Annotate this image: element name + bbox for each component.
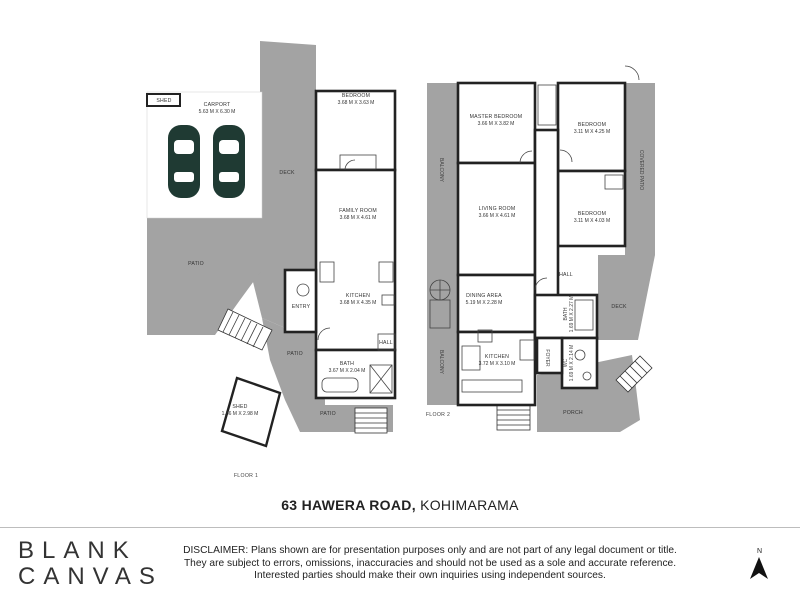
dims-dining-area: 5.19 M X 2.28 M bbox=[466, 300, 503, 306]
north-arrow-icon: N bbox=[750, 548, 768, 579]
balcony-upper-area bbox=[427, 83, 458, 330]
dims-living-room: 3.66 M X 4.61 M bbox=[479, 213, 516, 219]
deck-left-area bbox=[250, 41, 316, 330]
label-floor1: FLOOR 1 bbox=[234, 473, 258, 479]
label-foyer: FOYER bbox=[544, 349, 550, 367]
north-label: N bbox=[757, 548, 762, 555]
address-suburb: KOHIMARAMA bbox=[420, 497, 519, 513]
stairs-floor2 bbox=[496, 355, 653, 431]
label-patio-left: PATIO bbox=[188, 261, 204, 267]
logo-line1: BLANK bbox=[18, 537, 137, 564]
label-bath-f2: BATH bbox=[563, 307, 569, 320]
dims-shed-large: 1.86 M X 2.98 M bbox=[222, 411, 259, 417]
label-entry: ENTRY bbox=[292, 304, 311, 310]
label-balcony-lower: BALCONY bbox=[438, 350, 444, 375]
shed-large bbox=[220, 376, 282, 448]
footer-divider bbox=[0, 527, 800, 528]
disclaimer-line1: DISCLAIMER: Plans shown are for presenta… bbox=[183, 545, 677, 556]
balcony-lower-area bbox=[427, 330, 458, 405]
dims-kitchen-f1: 3.68 M X 4.35 M bbox=[340, 300, 377, 306]
patio-left-area bbox=[147, 218, 262, 335]
label-porch: PORCH bbox=[563, 410, 583, 416]
dims-kitchen-f2: 3.72 M X 3.10 M bbox=[479, 361, 516, 367]
address-street: 63 HAWERA ROAD, bbox=[281, 497, 416, 513]
disclaimer-line2: They are subject to errors, omissions, i… bbox=[183, 557, 677, 569]
floor2-details bbox=[429, 65, 640, 393]
floor2-building bbox=[456, 81, 627, 407]
dims-bedroom-f2a: 3.11 M X 4.25 M bbox=[574, 129, 610, 135]
dims-wc: 1.69 M X 2.14 M bbox=[569, 345, 575, 382]
label-kitchen-f2: KITCHEN bbox=[485, 354, 509, 360]
label-wc: WC bbox=[563, 358, 569, 367]
deck-right-area bbox=[598, 255, 655, 340]
label-floor2: FLOOR 2 bbox=[426, 412, 450, 418]
label-bedroom-f2a: BEDROOM bbox=[578, 122, 606, 128]
floor1-building bbox=[283, 89, 397, 400]
label-covered-patio: COVERED PATIO bbox=[638, 150, 644, 190]
dims-bedroom-f1: 3.68 M X 3.63 M bbox=[338, 100, 375, 106]
covered-patio-area bbox=[625, 83, 655, 255]
label-deck-left: DECK bbox=[279, 170, 295, 176]
label-carport: CARPORT bbox=[204, 102, 231, 108]
stairs-floor1 bbox=[217, 308, 273, 351]
dims-carport: 5.63 M X 6.30 M bbox=[199, 109, 236, 115]
floor1-details bbox=[296, 154, 396, 394]
patio-mid-area bbox=[262, 318, 325, 432]
label-patio-bottom: PATIO bbox=[320, 411, 336, 417]
disclaimer: DISCLAIMER: Plans shown are for presenta… bbox=[180, 545, 680, 583]
floor-plan: SHED CARPORT 5.63 M X 6.30 M DECK PATIO … bbox=[146, 41, 655, 479]
dims-bedroom-f2b: 3.11 M X 4.03 M bbox=[574, 218, 610, 224]
shed-small bbox=[146, 93, 181, 107]
dims-master-bedroom: 3.66 M X 3.82 M bbox=[478, 121, 515, 127]
label-shed-small: SHED bbox=[156, 98, 171, 104]
dims-family-room: 3.68 M X 4.61 M bbox=[340, 215, 377, 221]
label-shed-large: SHED bbox=[232, 404, 247, 410]
label-deck-right: DECK bbox=[611, 304, 627, 310]
label-hall-f1: HALL bbox=[379, 340, 393, 346]
label-balcony-upper: BALCONY bbox=[438, 158, 444, 183]
label-master-bedroom: MASTER BEDROOM bbox=[470, 114, 523, 120]
label-dining-area: DINING AREA bbox=[466, 293, 502, 299]
label-living-room: LIVING ROOM bbox=[479, 206, 516, 212]
label-hall-f2: HALL bbox=[559, 272, 573, 278]
label-bedroom-f2b: BEDROOM bbox=[578, 211, 606, 217]
label-bedroom-f1: BEDROOM bbox=[342, 93, 370, 99]
dims-bath: 3.67 M X 2.04 M bbox=[329, 368, 366, 374]
label-bath: BATH bbox=[340, 361, 354, 367]
floor2-outdoor bbox=[427, 83, 655, 432]
dims-bath-f2: 1.69 M X 2.27 M bbox=[569, 296, 575, 333]
label-kitchen-f1: KITCHEN bbox=[346, 293, 370, 299]
label-family-room: FAMILY ROOM bbox=[339, 208, 377, 214]
stairs-floor1-bottom bbox=[354, 407, 388, 434]
label-patio-mid: PATIO bbox=[287, 351, 303, 357]
brand-logo: BLANK CANVAS bbox=[18, 537, 163, 590]
logo-line2: CANVAS bbox=[18, 563, 163, 590]
property-address: 63 HAWERA ROAD, KOHIMARAMA bbox=[0, 497, 800, 513]
disclaimer-line3: Interested parties should make their own… bbox=[254, 570, 606, 582]
